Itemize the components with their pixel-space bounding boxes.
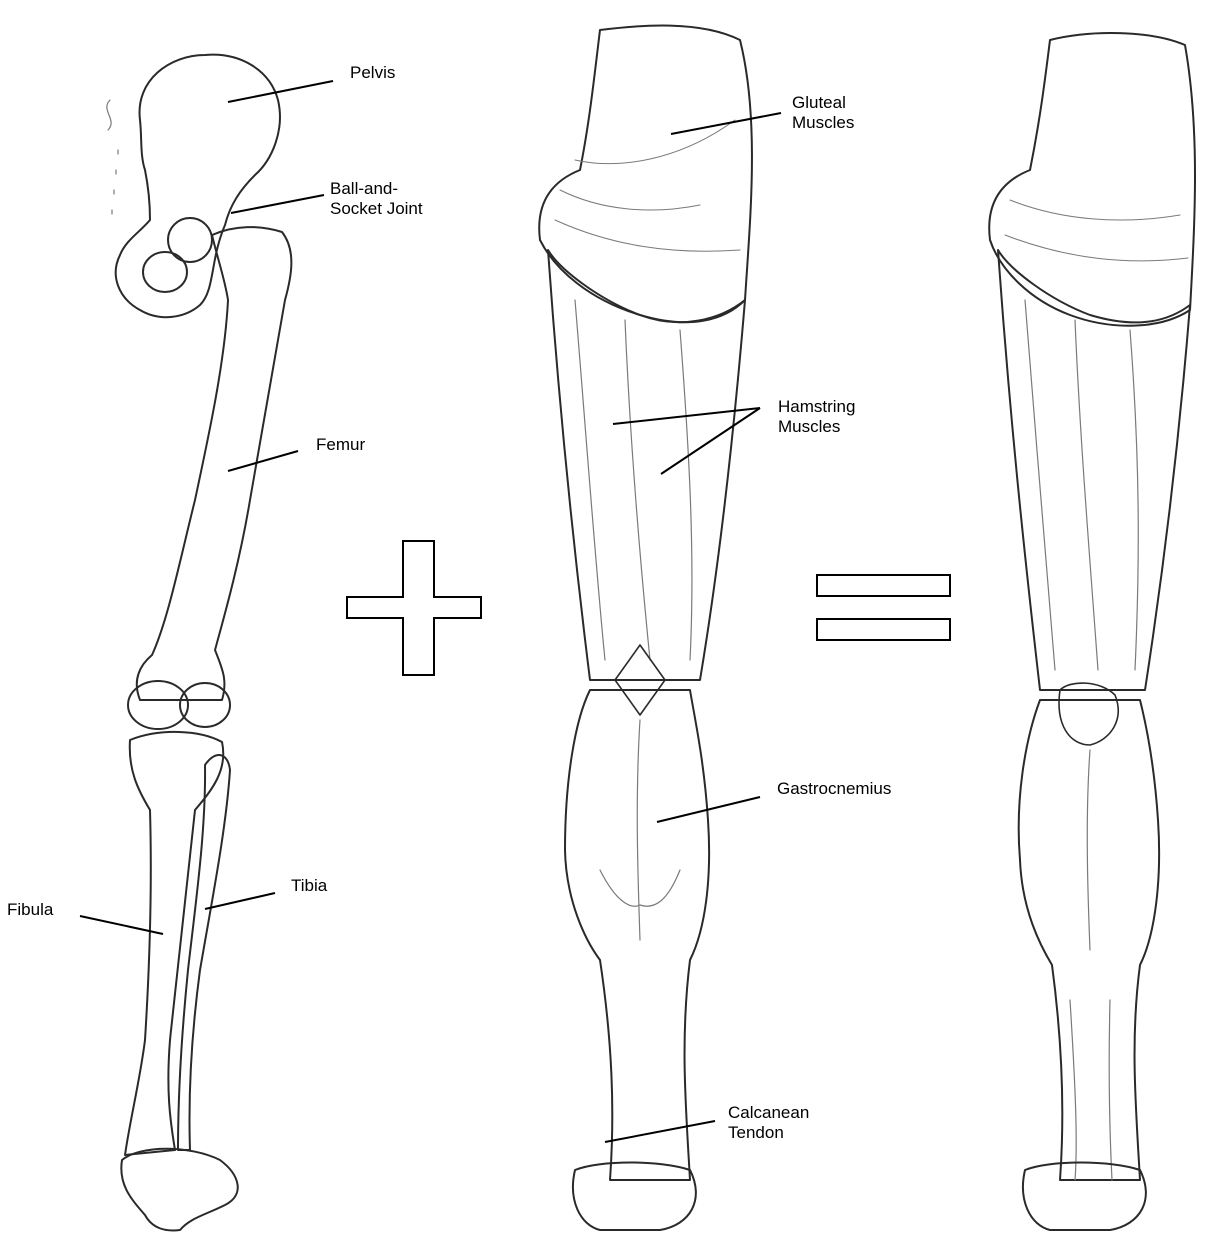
leader-tibia <box>205 893 275 909</box>
label-gluteal-muscles: Gluteal Muscles <box>792 93 854 133</box>
muscle-leg-illustration <box>539 26 752 1230</box>
label-ball-socket-line1: Ball-and- <box>330 179 423 199</box>
leader-ball-socket <box>231 195 324 213</box>
label-ball-and-socket-joint: Ball-and- Socket Joint <box>330 179 423 219</box>
leader-pelvis <box>228 81 333 102</box>
label-hamstring-muscles: Hamstring Muscles <box>778 397 855 437</box>
label-femur: Femur <box>316 435 365 455</box>
label-fibula: Fibula <box>7 900 53 920</box>
thigh-muscle-shape <box>548 250 745 680</box>
combined-gluteal-shape <box>989 33 1195 326</box>
label-tibia: Tibia <box>291 876 327 896</box>
gluteal-muscle-shape <box>539 26 752 323</box>
label-calcanean-line2: Tendon <box>728 1123 809 1143</box>
leader-gluteal <box>671 113 781 134</box>
label-gluteal-line1: Gluteal <box>792 93 854 113</box>
label-hamstring-line1: Hamstring <box>778 397 855 417</box>
label-calcanean-tendon: Calcanean Tendon <box>728 1103 809 1143</box>
skeleton-leg-illustration <box>107 55 292 1231</box>
label-ball-socket-line2: Socket Joint <box>330 199 423 219</box>
leader-calcanean <box>605 1121 715 1142</box>
obturator-foramen <box>143 252 187 292</box>
femur-bone <box>137 227 292 700</box>
label-gastrocnemius: Gastrocnemius <box>777 779 891 799</box>
calf-muscle-shape <box>565 690 709 1180</box>
fibula-bone <box>178 755 230 1150</box>
heel-shape <box>573 1163 696 1231</box>
label-pelvis: Pelvis <box>350 63 395 83</box>
label-gluteal-line2: Muscles <box>792 113 854 133</box>
tibia-bone <box>125 732 223 1155</box>
equals-sign <box>817 575 950 640</box>
label-hamstring-line2: Muscles <box>778 417 855 437</box>
combined-knee-shape <box>1059 683 1118 745</box>
combined-leg-illustration <box>989 33 1195 1230</box>
femoral-head <box>168 218 212 262</box>
ankle-bones <box>121 1149 237 1231</box>
leader-femur <box>228 451 298 471</box>
plus-sign <box>347 541 481 675</box>
combined-heel-shape <box>1023 1163 1146 1231</box>
label-calcanean-line1: Calcanean <box>728 1103 809 1123</box>
pelvis-bone <box>116 55 280 317</box>
